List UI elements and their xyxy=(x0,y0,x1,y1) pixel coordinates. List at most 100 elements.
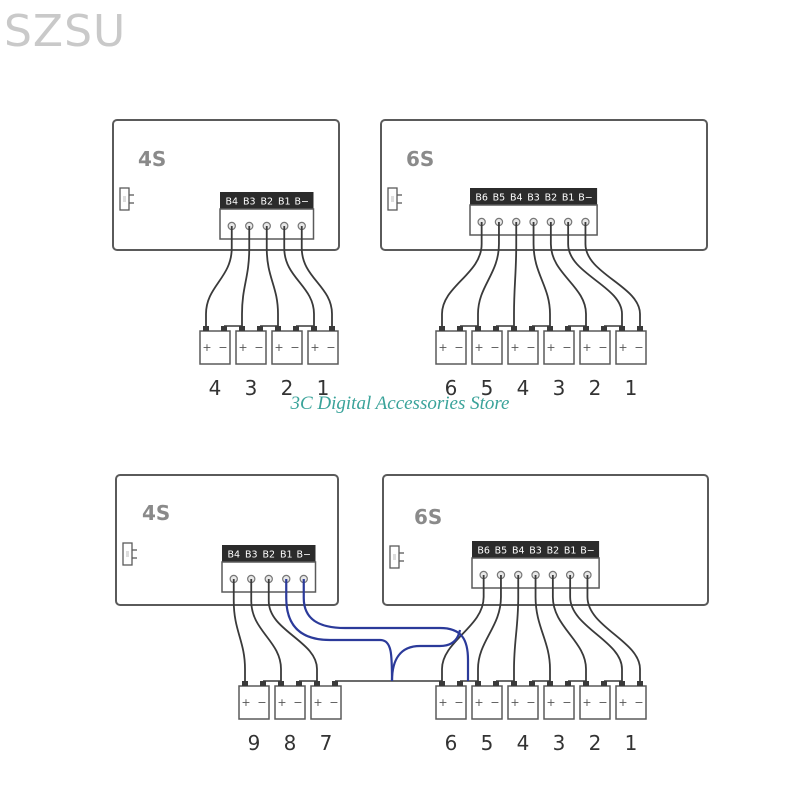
cell-number: 6 xyxy=(445,731,458,755)
battery-cell: +−2 xyxy=(579,326,611,400)
series-links-layer xyxy=(285,579,470,682)
cell-number: 1 xyxy=(317,376,330,400)
board-title: 4S xyxy=(138,147,166,171)
pin-header-labels xyxy=(222,545,316,562)
pin-label: B− xyxy=(578,193,592,204)
pin-label: B3 xyxy=(529,546,542,557)
cell-number: 3 xyxy=(553,731,566,755)
cell-plus-sign: + xyxy=(238,341,247,354)
cell-body xyxy=(507,330,539,365)
pin-label: B1 xyxy=(280,550,293,561)
pin-label: B1 xyxy=(562,193,575,204)
pin-label: B5 xyxy=(495,546,508,557)
cell-terminal-pos xyxy=(314,681,320,686)
cell-terminal-pos xyxy=(311,326,317,331)
pin-label: B2 xyxy=(547,546,560,557)
cell-terminal-pos xyxy=(475,681,481,686)
cell-minus-sign: − xyxy=(562,696,571,709)
cell-plus-sign: + xyxy=(202,341,211,354)
cell-body xyxy=(543,330,575,365)
series-link-wire xyxy=(285,579,394,682)
battery-cell: +−2 xyxy=(579,681,611,755)
battery-cell: +−2 xyxy=(271,326,303,400)
cell-number: 2 xyxy=(281,376,294,400)
cell-body xyxy=(471,685,503,720)
board-outline xyxy=(382,474,709,606)
cell-number: 7 xyxy=(320,731,333,755)
cell-terminal-pos xyxy=(547,326,553,331)
cell-plus-sign: + xyxy=(310,341,319,354)
cell-terminal-neg xyxy=(260,681,266,686)
cell-body xyxy=(310,685,342,720)
cell-minus-sign: − xyxy=(257,696,266,709)
balance-wire xyxy=(569,575,623,681)
cell-terminal-neg xyxy=(601,681,607,686)
cell-terminal-pos xyxy=(619,326,625,331)
pin-label: B2 xyxy=(262,550,275,561)
balance-wire xyxy=(300,226,333,326)
balance-wire xyxy=(477,575,502,681)
cell-minus-sign: − xyxy=(526,341,535,354)
cell-number: 1 xyxy=(625,731,638,755)
battery-cell: +−5 xyxy=(471,681,503,755)
cell-number: 5 xyxy=(481,731,494,755)
battery-cell: +−6 xyxy=(435,681,467,755)
cell-terminal-pos xyxy=(511,681,517,686)
battery-cell: +−4 xyxy=(507,326,539,400)
cell-body xyxy=(199,330,231,365)
cell-number: 2 xyxy=(589,376,602,400)
cell-terminal-pos xyxy=(275,326,281,331)
side-port-slot xyxy=(126,551,129,557)
cell-minus-sign: − xyxy=(254,341,263,354)
balance-wire xyxy=(267,579,318,681)
cell-minus-sign: − xyxy=(218,341,227,354)
cell-body xyxy=(435,330,467,365)
balance-wire xyxy=(584,222,641,326)
cell-number: 4 xyxy=(517,376,530,400)
cell-plus-sign: + xyxy=(277,696,286,709)
cell-number: 4 xyxy=(517,731,530,755)
cell-minus-sign: − xyxy=(562,341,571,354)
pin-header-labels xyxy=(472,541,600,558)
battery-cell: +−8 xyxy=(274,681,306,755)
cell-terminal-pos xyxy=(583,681,589,686)
cell-terminal-neg xyxy=(221,326,227,331)
cell-number: 3 xyxy=(553,376,566,400)
board-title: 6S xyxy=(406,147,434,171)
cell-terminal-neg xyxy=(296,681,302,686)
pin-label: B3 xyxy=(245,550,258,561)
cell-terminal-neg xyxy=(332,681,338,686)
series-link-wire xyxy=(390,629,462,682)
cell-terminal-neg xyxy=(457,326,463,331)
brand-watermark: SZSU xyxy=(4,6,127,57)
cell-number: 9 xyxy=(248,731,261,755)
pin-label: B6 xyxy=(477,546,490,557)
cell-terminal-pos xyxy=(547,681,553,686)
cell-number: 1 xyxy=(625,376,638,400)
cell-plus-sign: + xyxy=(313,696,322,709)
balance-wire xyxy=(567,222,623,326)
side-port-slot xyxy=(391,196,394,202)
balance-wire xyxy=(205,226,233,326)
balance-wire xyxy=(265,226,279,326)
battery-cell: +−1 xyxy=(307,326,339,400)
cell-body xyxy=(507,685,539,720)
balance-wire xyxy=(477,222,500,326)
balance-wire xyxy=(441,222,483,326)
balance-wire xyxy=(232,579,246,681)
battery-cell: +−6 xyxy=(435,326,467,400)
pin-label: B4 xyxy=(225,197,238,208)
pin-label: B3 xyxy=(527,193,540,204)
cell-terminal-neg xyxy=(493,326,499,331)
battery-cell: +−3 xyxy=(235,326,267,400)
cell-body xyxy=(307,330,339,365)
board-title: 4S xyxy=(142,501,170,525)
battery-cell: +−4 xyxy=(507,681,539,755)
pin-label: B4 xyxy=(227,550,240,561)
cell-terminal-neg xyxy=(529,326,535,331)
pin-label: B6 xyxy=(475,193,488,204)
cell-minus-sign: − xyxy=(598,341,607,354)
